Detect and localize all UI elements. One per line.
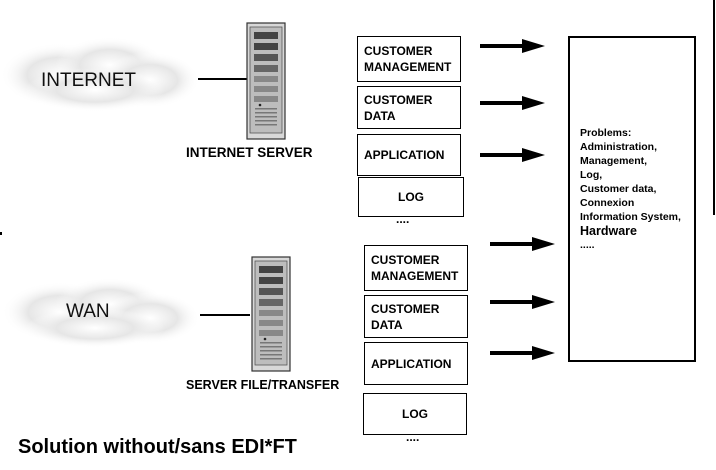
problems-ellipsis: ..... [580,239,595,251]
problems-item: Administration, [580,141,658,153]
box-line: DATA [371,317,403,332]
box-line: CUSTOMER [364,92,433,107]
file-transfer-server-label: SERVER FILE/TRANSFER [186,378,340,392]
problems-item: Log, [580,169,603,181]
top-arrow-1 [480,39,545,53]
internet-label: INTERNET [41,70,136,91]
internet-server-label: INTERNET SERVER [186,145,313,160]
problems-item: Information System, [580,211,681,223]
problems-item: Connexion [580,197,635,209]
file-transfer-server-icon [251,256,291,377]
internet-cloud [0,30,205,120]
box-line: DATA [364,108,396,123]
box-line: APPLICATION [371,356,452,371]
internet-server-icon [246,22,286,145]
problems-heading: Problems: [580,127,632,139]
problems-item: Customer data, [580,183,657,195]
bottom-application-box: APPLICATION [364,342,468,385]
bottom-log-box: LOG [363,393,467,435]
bottom-arrow-2 [490,295,555,309]
problems-box: Problems: Administration, Management, Lo… [568,36,696,362]
box-line: LOG [402,407,428,421]
right-edge-line [713,0,715,215]
wan-link-line [200,314,250,316]
box-line: LOG [398,190,424,204]
top-log-box: LOG [358,177,464,217]
bottom-customer-management-box: CUSTOMER MANAGEMENT [364,245,468,291]
wan-cloud [0,270,210,355]
top-customer-management-box: CUSTOMER MANAGEMENT [357,36,461,82]
box-line: CUSTOMER [364,44,433,58]
top-application-box: APPLICATION [357,134,461,176]
box-line: CUSTOMER [371,301,440,316]
diagram-caption: Solution without/sans EDI*FT [18,436,297,458]
box-line: MANAGEMENT [371,269,459,283]
problems-item: Management, [580,155,648,167]
box-line: APPLICATION [364,148,445,162]
problems-item: Hardware [580,224,637,238]
bottom-arrow-1 [490,237,555,251]
box-line: CUSTOMER [371,253,440,267]
bottom-arrow-3 [490,346,555,360]
bottom-ellipsis: .... [406,430,420,444]
internet-link-line [198,78,248,80]
problems-list: Problems: Administration, Management, Lo… [580,126,681,252]
top-ellipsis: .... [396,212,410,226]
wan-label: WAN [66,301,110,322]
top-arrow-3 [480,148,545,162]
box-line: MANAGEMENT [364,60,452,74]
left-edge-mark [0,232,2,235]
bottom-customer-data-box: CUSTOMER DATA [364,295,468,338]
top-customer-data-box: CUSTOMER DATA [357,86,461,129]
top-arrow-2 [480,96,545,110]
